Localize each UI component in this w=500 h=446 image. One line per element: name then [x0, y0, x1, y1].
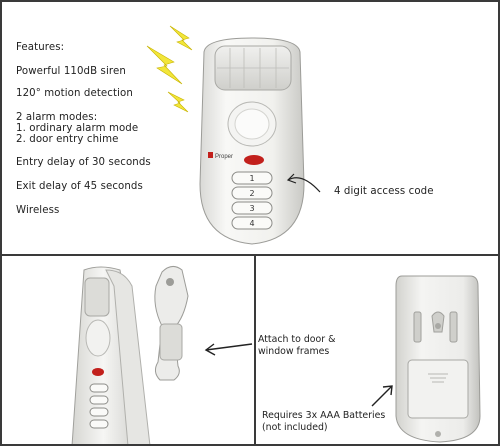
mounting-panel [0, 254, 256, 446]
keypad: 1 2 3 4 [231, 171, 273, 230]
key-3: 3 [249, 204, 254, 213]
alarm-unit-front: Proper 1 2 3 4 [199, 37, 305, 245]
attach-label-line2: window frames [258, 346, 330, 357]
key-2: 2 [249, 189, 254, 198]
feature-mode-2: 2. door entry chime [16, 134, 119, 145]
alarm-unit-side-view [71, 266, 253, 444]
battery-label-line2: (not included) [262, 422, 328, 433]
features-panel: Features: Powerful 110dB siren 120° moti… [0, 0, 500, 256]
lightning-icon [146, 25, 193, 113]
curved-arrow-icon [286, 173, 321, 193]
battery-label-line1: Requires 3x AAA Batteries [262, 410, 386, 421]
key-1: 1 [249, 174, 254, 183]
features-heading: Features: [16, 42, 65, 53]
feature-wireless: Wireless [16, 205, 60, 216]
feature-alarm-modes: 2 alarm modes: [16, 112, 98, 123]
feature-siren: Powerful 110dB siren [16, 66, 126, 77]
access-code-label: 4 digit access code [334, 186, 434, 197]
brand-logo: Proper [215, 154, 233, 160]
attach-label-line1: Attach to door & [258, 334, 336, 345]
battery-panel: Attach to door & window frames Requires … [254, 254, 500, 446]
key-4: 4 [249, 219, 254, 228]
alarm-unit-back-view [371, 275, 481, 443]
feature-motion: 120° motion detection [16, 88, 133, 99]
feature-exit-delay: Exit delay of 45 seconds [16, 181, 143, 192]
feature-mode-1: 1. ordinary alarm mode [16, 123, 139, 134]
feature-entry-delay: Entry delay of 30 seconds [16, 157, 151, 168]
